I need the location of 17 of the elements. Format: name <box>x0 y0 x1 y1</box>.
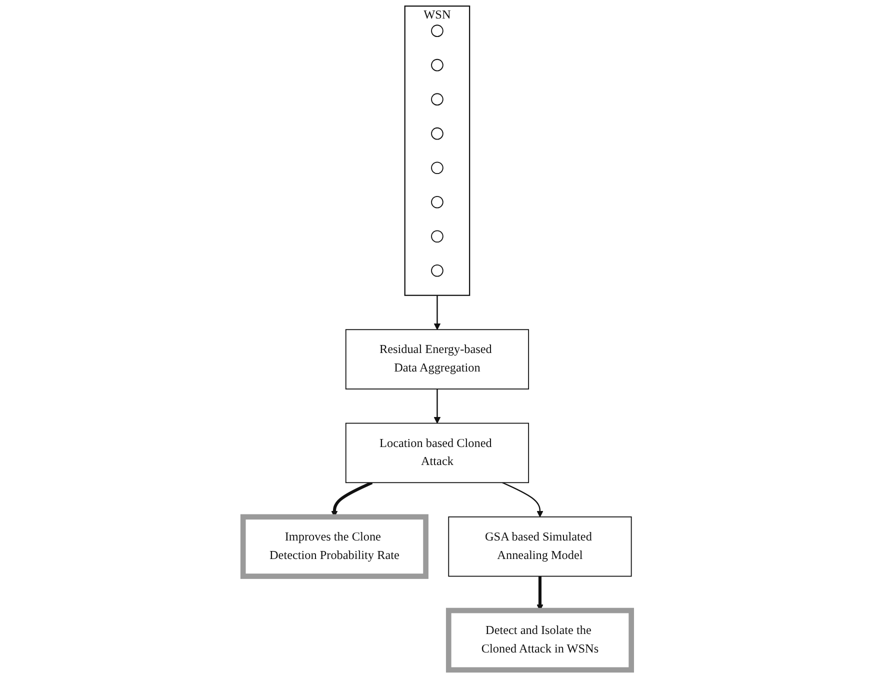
node-circle <box>430 127 444 140</box>
arrow <box>502 482 544 518</box>
node-circle <box>430 162 444 174</box>
node-circle <box>430 264 444 277</box>
node-box: Location based Cloned Attack <box>345 422 529 484</box>
node-circle <box>430 230 444 243</box>
node-box: Detect and Isolate the Cloned Attack in WSNs <box>446 608 634 673</box>
node-box: Residual Energy-based Data Aggregation <box>345 329 529 390</box>
node-box: Improves the Clone Detection Probability Rate <box>240 514 428 579</box>
node-circle <box>430 24 444 37</box>
node-circle <box>430 93 444 106</box>
cluster: WSN <box>404 6 470 296</box>
node-box: GSA based Simulated Annealing Model <box>448 516 632 577</box>
arrow <box>434 389 440 424</box>
node-circle <box>430 196 444 208</box>
node-circle <box>430 58 444 72</box>
arrow <box>434 295 440 330</box>
